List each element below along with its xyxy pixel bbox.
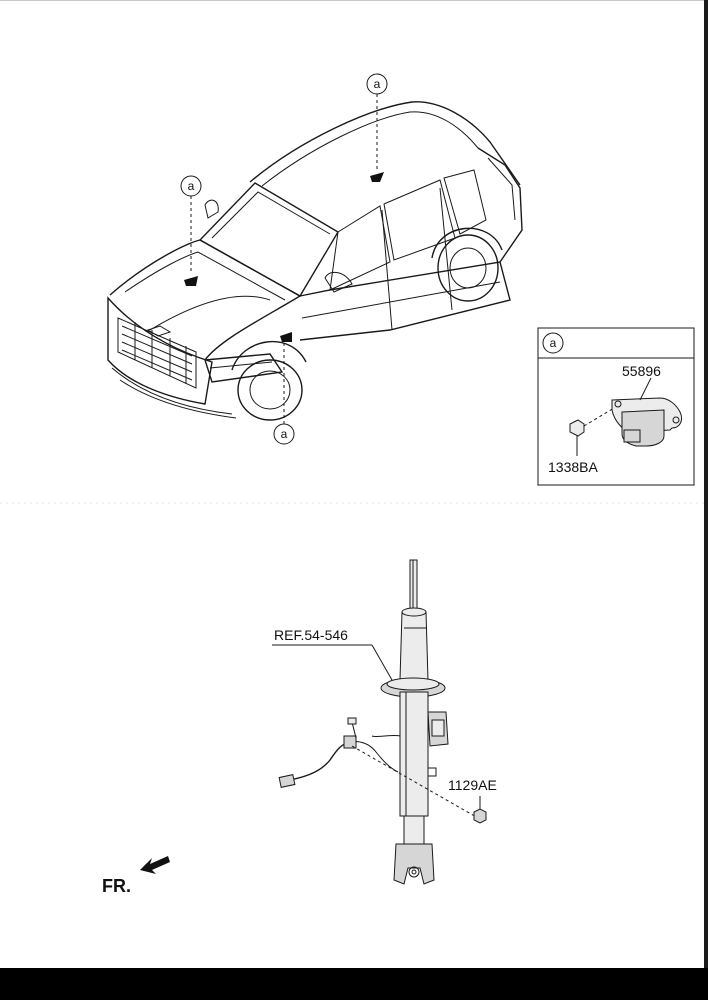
bottom-bar — [0, 968, 708, 1000]
part-number-nut: 1129AE — [448, 777, 497, 793]
detail-box: a 55896 1338BA — [537, 327, 695, 486]
sensor-marker-hood — [184, 276, 198, 286]
front-arrow-icon — [140, 856, 170, 874]
part-number-bolt: 1338BA — [548, 459, 598, 475]
callout-fender: a — [273, 332, 295, 445]
strut-assembly — [380, 559, 449, 885]
top-border — [0, 0, 708, 1]
right-edge-border — [704, 0, 708, 968]
rear-wheel — [431, 227, 503, 302]
wiring-harness — [278, 717, 401, 788]
bolt-dashed-guide — [583, 407, 615, 427]
front-indicator: FR. — [102, 856, 170, 896]
nut-icon — [473, 808, 487, 824]
callout-letter: a — [281, 427, 288, 441]
bolt-icon — [569, 419, 585, 444]
vehicle-illustration — [107, 101, 523, 421]
ref-label: REF.54-546 — [274, 627, 348, 643]
front-wheel — [231, 340, 307, 421]
sensor-leader-line — [639, 377, 652, 401]
sensor-marker-roof — [370, 172, 384, 182]
sensor-icon — [611, 397, 683, 447]
callout-roof: a — [366, 73, 388, 182]
detail-box-header-letter: a — [550, 336, 557, 350]
sensor-marker-fender — [280, 332, 292, 342]
front-indicator-label: FR. — [102, 876, 131, 896]
parts-diagram: a a a a — [0, 73, 704, 896]
callout-hood: a — [180, 175, 202, 286]
callout-letter: a — [188, 179, 195, 193]
nut-dashed-guide — [351, 745, 479, 819]
nut-callout: 1129AE — [448, 777, 497, 824]
ref-callout: REF.54-546 — [272, 627, 393, 681]
callout-letter: a — [374, 77, 381, 91]
grille — [117, 317, 197, 389]
part-number-sensor: 55896 — [622, 363, 661, 379]
